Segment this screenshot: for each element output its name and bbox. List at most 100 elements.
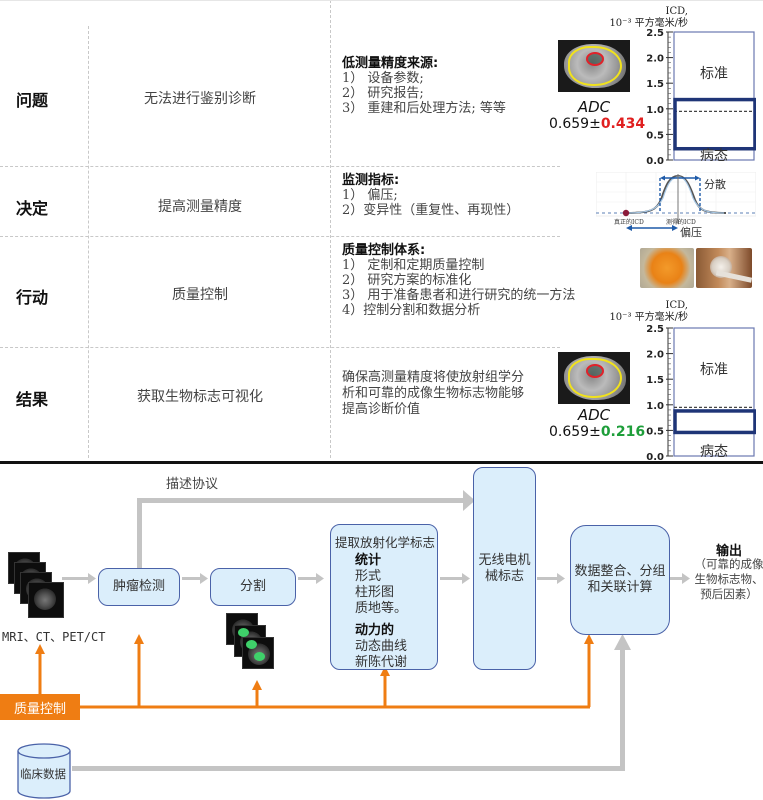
clinical-data-database-icon[interactable]: 临床数据 (17, 743, 71, 799)
row-label-problem: 问题 (16, 91, 49, 110)
row-label-action: 行动 (16, 288, 49, 307)
detail-item: 4）控制分割和数据分析 (342, 303, 481, 318)
top-border (0, 0, 763, 1)
stat-item: 柱形图 (355, 585, 395, 600)
normal-label: 标准 (700, 362, 728, 378)
flow-connectors (35, 490, 690, 771)
dyn-item: 动态曲线 (355, 639, 408, 654)
y-tick-label: 2.5 (646, 28, 664, 39)
detail-item: 2） 研究报告; (342, 86, 424, 101)
row-detail-result: 确保高测量精度将使放射组学分 析和可靠的成像生物标志物能够 提高诊断价值 (342, 370, 524, 418)
detail-line: 提高诊断价值 (342, 402, 421, 417)
mri-scanner-photo (696, 248, 752, 288)
stat-heading: 统计 (355, 553, 382, 568)
y-tick-label: 1.5 (646, 79, 664, 90)
dyn-heading: 动力的 (355, 623, 395, 638)
adc-mri-image (558, 40, 630, 92)
column-divider (88, 26, 89, 458)
row-divider (0, 236, 560, 237)
detail-item: 1） 偏压; (342, 188, 398, 203)
adc-error-high: 0.434 (600, 116, 646, 132)
extract-title: 提取放射化学标志 (335, 535, 436, 550)
icd-title-line1: ICD, (665, 6, 688, 17)
true-value-marker (622, 209, 630, 217)
row-goal-problem: 无法进行鉴别诊断 (144, 91, 256, 107)
adc-label: ADC (577, 98, 611, 116)
stat-item: 形式 (355, 569, 382, 584)
spread-label: 分散 (704, 178, 726, 191)
measured-icd-label: 测得的ICD (666, 219, 696, 226)
row-goal-result: 获取生物标志可视化 (137, 389, 263, 405)
row-divider (0, 347, 560, 348)
quality-table: 问题 无法进行鉴别诊断 低测量精度来源: 1） 设备参数; 2） 研究报告; 3… (0, 0, 763, 463)
phantom-photo (640, 248, 694, 288)
detail-item: 1） 设备参数; (342, 71, 424, 86)
segmentation-box[interactable]: 分割 (210, 568, 296, 606)
integration-label-line: 数据整合、分组 (574, 564, 666, 579)
radiomics-label-line: 无线电机 (478, 552, 531, 568)
pathology-label: 病态 (700, 148, 728, 164)
y-tick-label: 1.0 (646, 401, 664, 412)
column-divider (330, 0, 331, 458)
detail-heading: 质量控制体系: (342, 243, 426, 258)
adc-mean: 0.659± (549, 116, 601, 132)
protocol-line-horizontal (137, 498, 463, 503)
adc-mean: 0.659± (549, 424, 601, 440)
section-divider (0, 461, 763, 464)
output-line: （可靠的成像 (694, 557, 763, 571)
true-icd-label: 真正的ICD (614, 219, 644, 226)
tumor-detection-label: 肿瘤检测 (112, 579, 165, 594)
detail-item: 2）变异性（重复性、再现性） (342, 203, 520, 218)
output-title: 输出 (716, 544, 743, 559)
y-tick-label: 0.0 (646, 452, 664, 462)
icd-title-line2: 10⁻³ 平方毫米/秒 (609, 312, 688, 323)
imaging-caption: MRI、CT、PET/CT (2, 630, 106, 644)
measurement-range-box (673, 409, 757, 435)
clinical-line (72, 766, 625, 771)
extract-features-box[interactable]: 提取放射化学标志 统计 形式 柱形图 质地等。 动力的 动态曲线 新陈代谢 (330, 524, 438, 670)
detail-item: 2） 研究方案的标准化 (342, 273, 472, 288)
row-detail-problem: 低测量精度来源: 1） 设备参数; 2） 研究报告; 3） 重建和后处理方法; … (342, 56, 506, 116)
scan-slice (28, 582, 64, 618)
y-tick-label: 2.5 (646, 324, 664, 335)
integration-label-line: 和关联计算 (587, 580, 653, 595)
detail-item: 3） 用于准备患者和进行研究的统一方法 (342, 288, 576, 303)
detail-line: 确保高测量精度将使放射组学分 (342, 370, 525, 385)
row-label-result: 结果 (16, 390, 49, 409)
detail-line: 析和可靠的成像生物标志物能够 (342, 386, 525, 401)
icd-title-line1: ICD, (665, 300, 688, 311)
y-tick-label: 0.5 (646, 426, 664, 437)
detail-item: 3） 重建和后处理方法; 等等 (342, 101, 506, 116)
row-detail-decision: 监测指标: 1） 偏压; 2）变异性（重复性、再现性） (342, 173, 519, 218)
y-tick-label: 0.0 (646, 156, 664, 166)
row-detail-action: 质量控制体系: 1） 定制和定期质量控制 2） 研究方案的标准化 3） 用于准备… (342, 243, 575, 318)
output-line: 生物标志物、 (694, 572, 763, 586)
icd-axis-title: ICD, 10⁻³ 平方毫米/秒 (580, 300, 688, 324)
normal-label: 标准 (700, 66, 728, 82)
bias-curve-svg (595, 171, 757, 231)
adc-value: 0.659±0.434 (549, 116, 645, 132)
icd-title-line2: 10⁻³ 平方毫米/秒 (609, 18, 688, 29)
protocol-label: 描述协议 (166, 477, 219, 492)
adc-error-low: 0.216 (600, 424, 646, 440)
icd-axis-title: ICD, 10⁻³ 平方毫米/秒 (580, 6, 688, 30)
adc-value: 0.659±0.216 (549, 424, 645, 440)
protocol-arrowhead (463, 490, 475, 511)
row-goal-action: 质量控制 (172, 287, 228, 303)
detail-item: 1） 定制和定期质量控制 (342, 258, 485, 273)
y-tick-label: 1.0 (646, 105, 664, 116)
quality-control-box[interactable]: 质量控制 (0, 694, 80, 720)
adc-label: ADC (577, 406, 611, 424)
data-integration-box[interactable]: 数据整合、分组 和关联计算 (570, 525, 670, 635)
row-goal-decision: 提高测量精度 (158, 199, 242, 215)
output-description: （可靠的成像 生物标志物、 预后因素） (694, 557, 763, 602)
dyn-item: 新陈代谢 (355, 655, 408, 670)
chart-frame (673, 31, 755, 161)
y-tick-label: 1.5 (646, 375, 664, 386)
protocol-line-vertical (137, 498, 142, 573)
tumor-detection-box[interactable]: 肿瘤检测 (98, 568, 180, 606)
y-tick-label: 0.5 (646, 130, 664, 141)
radiomics-signature-box[interactable]: 无线电机 械标志 (473, 467, 536, 670)
